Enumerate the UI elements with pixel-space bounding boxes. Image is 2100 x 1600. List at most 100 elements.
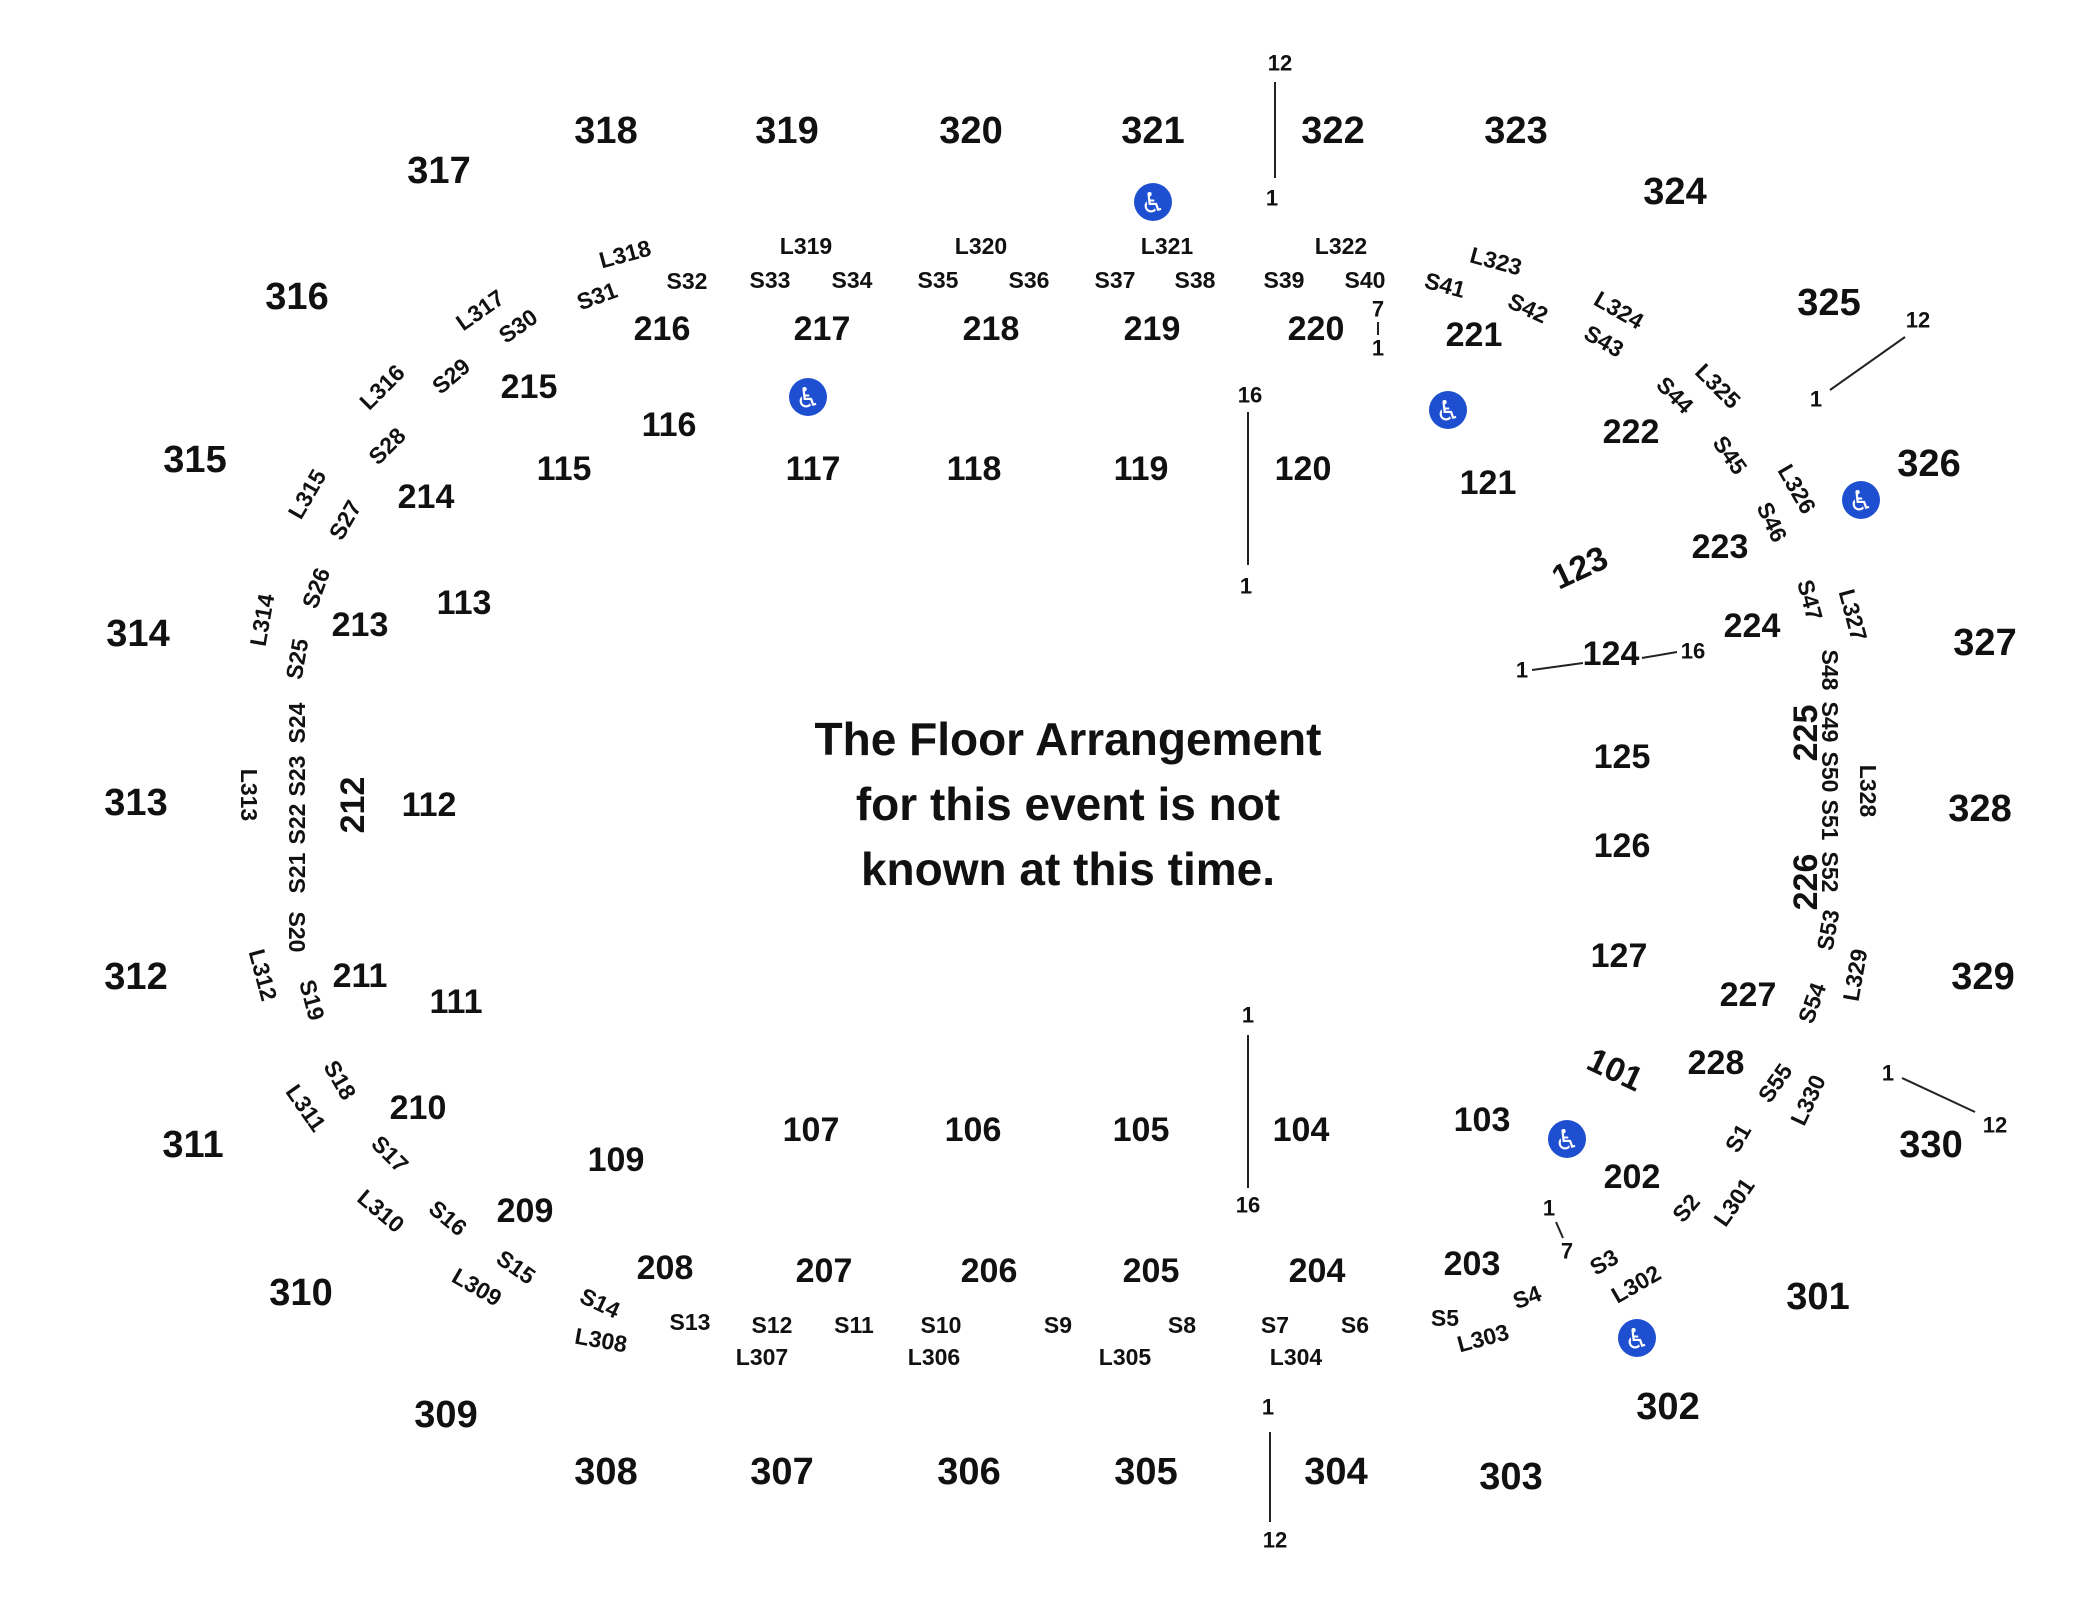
loge-l312[interactable]: L312: [244, 946, 283, 1003]
suite-s47[interactable]: S47: [1792, 577, 1828, 623]
suite-s16[interactable]: S16: [424, 1195, 472, 1241]
section-203[interactable]: 203: [1444, 1245, 1501, 1283]
section-217[interactable]: 217: [794, 310, 851, 348]
suite-s6[interactable]: S6: [1341, 1312, 1369, 1338]
suite-s37[interactable]: S37: [1095, 267, 1136, 293]
section-310[interactable]: 310: [269, 1272, 332, 1314]
loge-l305[interactable]: L305: [1099, 1344, 1152, 1370]
section-126[interactable]: 126: [1594, 827, 1651, 865]
suite-s42[interactable]: S42: [1504, 288, 1552, 329]
suite-s50[interactable]: S50: [1817, 752, 1843, 793]
section-329[interactable]: 329: [1951, 956, 2014, 998]
section-207[interactable]: 207: [796, 1252, 853, 1290]
section-208[interactable]: 208: [637, 1249, 694, 1287]
loge-l321[interactable]: L321: [1141, 233, 1194, 259]
suite-s22[interactable]: S22: [284, 804, 310, 845]
section-320[interactable]: 320: [939, 110, 1002, 152]
loge-l323[interactable]: L323: [1467, 242, 1524, 281]
loge-l316[interactable]: L316: [354, 359, 409, 414]
section-225[interactable]: 225: [1787, 705, 1825, 762]
section-315[interactable]: 315: [163, 439, 226, 481]
section-305[interactable]: 305: [1114, 1451, 1177, 1493]
section-127[interactable]: 127: [1591, 937, 1648, 975]
section-213[interactable]: 213: [332, 606, 389, 644]
section-223[interactable]: 223: [1692, 528, 1749, 566]
suite-s25[interactable]: S25: [281, 636, 314, 681]
loge-l308[interactable]: L308: [573, 1323, 629, 1358]
section-205[interactable]: 205: [1123, 1252, 1180, 1290]
section-120[interactable]: 120: [1275, 450, 1332, 488]
loge-l306[interactable]: L306: [908, 1344, 960, 1370]
loge-l315[interactable]: L315: [283, 465, 332, 524]
section-311[interactable]: 311: [162, 1124, 223, 1166]
section-113[interactable]: 113: [437, 584, 492, 622]
section-211[interactable]: 211: [333, 957, 388, 995]
section-330[interactable]: 330: [1899, 1124, 1962, 1166]
loge-l319[interactable]: L319: [780, 233, 832, 259]
section-105[interactable]: 105: [1113, 1111, 1170, 1149]
suite-s4[interactable]: S4: [1509, 1280, 1545, 1314]
suite-s27[interactable]: S27: [324, 496, 367, 544]
suite-s20[interactable]: S20: [284, 912, 310, 953]
section-212[interactable]: 212: [334, 777, 372, 834]
section-112[interactable]: 112: [402, 786, 457, 824]
suite-s19[interactable]: S19: [294, 977, 330, 1023]
suite-s49[interactable]: S49: [1817, 702, 1843, 743]
section-119[interactable]: 119: [1114, 450, 1169, 488]
section-327[interactable]: 327: [1953, 622, 2016, 664]
suite-s45[interactable]: S45: [1708, 431, 1753, 480]
section-109[interactable]: 109: [588, 1141, 645, 1179]
suite-s28[interactable]: S28: [363, 422, 410, 469]
section-219[interactable]: 219: [1124, 310, 1181, 348]
section-319[interactable]: 319: [755, 110, 818, 152]
section-111[interactable]: 111: [430, 983, 483, 1021]
section-221[interactable]: 221: [1446, 316, 1503, 354]
section-307[interactable]: 307: [750, 1451, 813, 1493]
suite-s8[interactable]: S8: [1168, 1312, 1196, 1338]
suite-s7[interactable]: S7: [1261, 1312, 1289, 1338]
section-123[interactable]: 123: [1546, 539, 1613, 597]
section-202[interactable]: 202: [1604, 1158, 1661, 1196]
loge-l313[interactable]: L313: [236, 769, 262, 821]
loge-l311[interactable]: L311: [281, 1080, 332, 1137]
suite-s32[interactable]: S32: [667, 268, 708, 294]
suite-s14[interactable]: S14: [576, 1283, 624, 1324]
loge-l318[interactable]: L318: [596, 235, 654, 274]
suite-s24[interactable]: S24: [284, 702, 310, 743]
suite-s33[interactable]: S33: [750, 267, 791, 293]
section-301[interactable]: 301: [1786, 1276, 1849, 1318]
suite-s54[interactable]: S54: [1793, 979, 1832, 1027]
loge-l304[interactable]: L304: [1270, 1344, 1323, 1370]
section-101[interactable]: 101: [1581, 1041, 1648, 1099]
section-304[interactable]: 304: [1304, 1451, 1367, 1493]
section-306[interactable]: 306: [937, 1451, 1000, 1493]
loge-l309[interactable]: L309: [448, 1263, 506, 1312]
suite-s10[interactable]: S10: [921, 1312, 962, 1338]
loge-l328[interactable]: L328: [1855, 765, 1881, 818]
suite-s34[interactable]: S34: [832, 267, 873, 293]
section-117[interactable]: 117: [786, 450, 841, 488]
suite-s31[interactable]: S31: [573, 277, 621, 316]
suite-s38[interactable]: S38: [1175, 267, 1216, 293]
section-316[interactable]: 316: [265, 276, 328, 318]
suite-s18[interactable]: S18: [319, 1056, 362, 1105]
suite-s29[interactable]: S29: [427, 353, 475, 399]
section-328[interactable]: 328: [1948, 788, 2011, 830]
suite-s12[interactable]: S12: [752, 1312, 793, 1338]
suite-s46[interactable]: S46: [1752, 498, 1793, 546]
section-321[interactable]: 321: [1121, 110, 1184, 152]
section-204[interactable]: 204: [1289, 1252, 1346, 1290]
suite-s51[interactable]: S51: [1817, 800, 1843, 841]
suite-s55[interactable]: S55: [1753, 1059, 1798, 1108]
section-226[interactable]: 226: [1787, 854, 1825, 911]
section-103[interactable]: 103: [1454, 1101, 1511, 1139]
suite-s15[interactable]: S15: [492, 1245, 541, 1290]
section-220[interactable]: 220: [1288, 310, 1345, 348]
loge-l314[interactable]: L314: [245, 592, 280, 648]
section-308[interactable]: 308: [574, 1451, 637, 1493]
loge-l327[interactable]: L327: [1834, 586, 1873, 643]
section-104[interactable]: 104: [1273, 1111, 1330, 1149]
section-210[interactable]: 210: [390, 1089, 447, 1127]
section-317[interactable]: 317: [407, 150, 470, 192]
suite-s40[interactable]: S40: [1345, 267, 1386, 293]
